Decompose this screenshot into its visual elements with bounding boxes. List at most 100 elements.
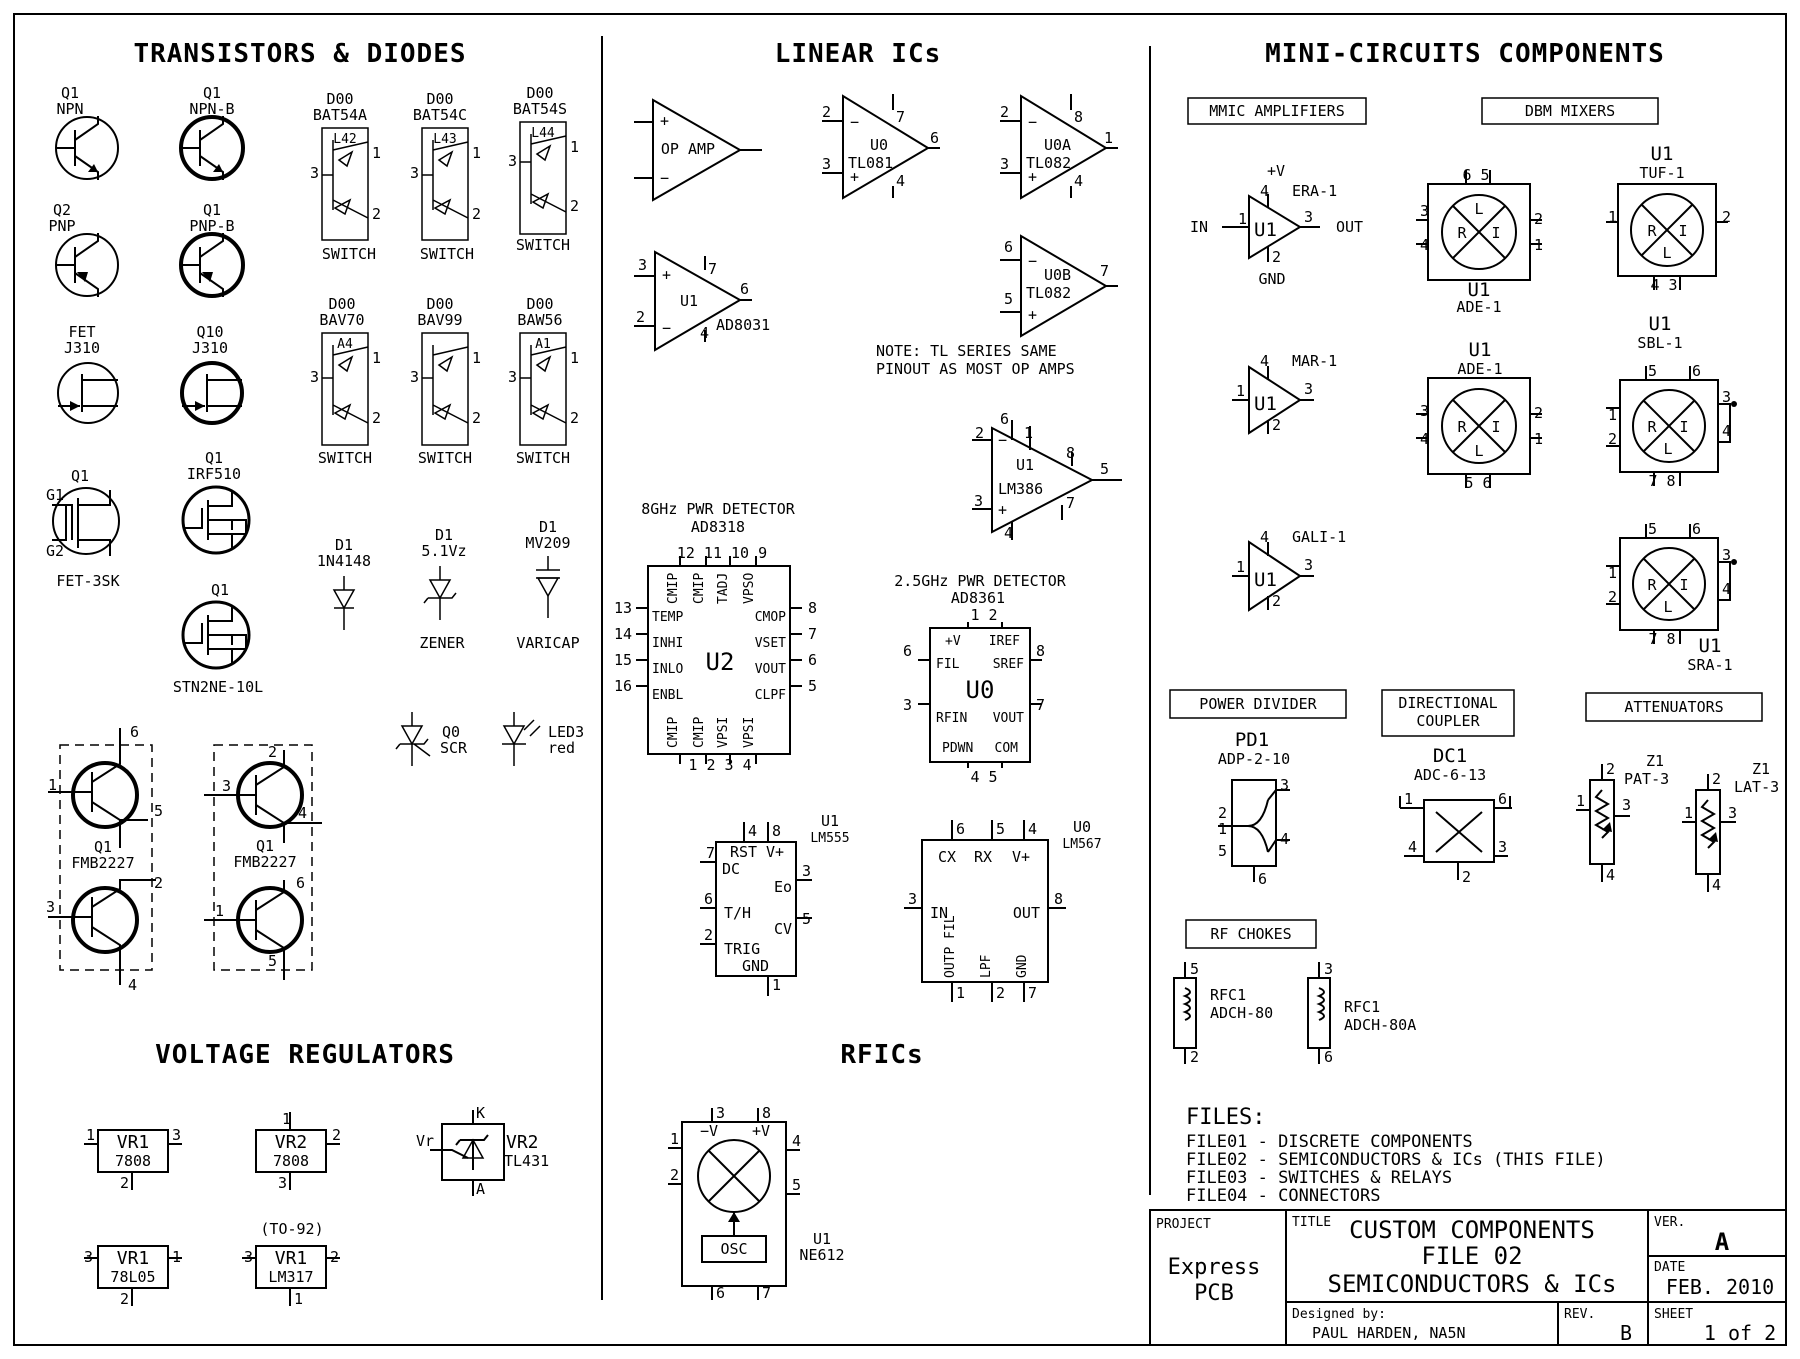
opamp-tl082b: 6 5 7 − + U0B TL082: [1000, 234, 1118, 338]
svg-text:TADJ: TADJ: [716, 573, 731, 604]
svg-text:TL082: TL082: [1026, 154, 1071, 172]
svg-text:7: 7: [1066, 494, 1075, 512]
svg-text:BAV70: BAV70: [319, 311, 364, 329]
opamp-tl081: 2 3 7 4 6 − + U0 TL081: [822, 94, 940, 200]
svg-text:U1: U1: [680, 292, 698, 310]
svg-text:D1: D1: [435, 526, 453, 544]
svg-text:SCR: SCR: [440, 739, 468, 757]
svg-text:1: 1: [48, 776, 57, 794]
svg-text:D00: D00: [426, 295, 453, 313]
svg-text:VR1: VR1: [117, 1132, 150, 1153]
svg-text:1: 1: [670, 1130, 679, 1148]
svg-text:ADCH-80: ADCH-80: [1210, 1004, 1273, 1022]
svg-text:3: 3: [410, 368, 419, 386]
svg-text:1: 1: [772, 976, 781, 994]
svg-text:R: R: [1647, 222, 1657, 240]
svg-text:U0B: U0B: [1044, 266, 1071, 284]
svg-text:4: 4: [1074, 172, 1083, 190]
svg-text:2: 2: [1608, 588, 1617, 606]
svg-text:+: +: [850, 168, 859, 186]
svg-text:6: 6: [1000, 410, 1009, 428]
svg-text:1: 1: [1024, 424, 1033, 442]
svg-text:2: 2: [822, 103, 831, 121]
svg-text:AD8318: AD8318: [691, 518, 745, 536]
svg-text:4: 4: [792, 1132, 801, 1150]
svg-text:4: 4: [700, 324, 709, 342]
svg-text:2: 2: [1608, 430, 1617, 448]
svg-text:3: 3: [278, 1174, 287, 1192]
svg-text:4: 4: [1260, 528, 1269, 546]
svg-text:LM555: LM555: [810, 831, 849, 846]
svg-text:−: −: [1028, 252, 1037, 270]
svg-text:2: 2: [1000, 103, 1009, 121]
transistor-pnp: Q2 PNP: [48, 201, 119, 297]
svg-text:L: L: [1474, 200, 1483, 218]
svg-text:DC1: DC1: [1433, 745, 1467, 767]
svg-text:6: 6: [130, 723, 139, 741]
svg-text:3: 3: [1722, 546, 1731, 564]
svg-text:6 5: 6 5: [1462, 166, 1489, 184]
svg-text:FILE02 - SEMICONDUCTORS & ICs: FILE02 - SEMICONDUCTORS & ICs (THIS FILE…: [1186, 1150, 1606, 1170]
svg-text:2: 2: [1462, 868, 1471, 886]
svg-text:U1: U1: [1254, 569, 1277, 591]
opamp-generic: + − OP AMP: [634, 98, 762, 202]
svg-text:3: 3: [822, 155, 831, 173]
svg-text:2: 2: [372, 205, 381, 223]
svg-text:Z1: Z1: [1646, 752, 1664, 770]
mmic-era1: +V 4 ERA-1 IN OUT 1 3 2 U1 GND: [1190, 162, 1363, 288]
svg-text:OUTP FIL: OUTP FIL: [943, 915, 958, 978]
svg-text:D00: D00: [426, 90, 453, 108]
svg-text:7 8: 7 8: [1648, 630, 1675, 648]
svg-text:6: 6: [930, 129, 939, 147]
svg-text:PNP: PNP: [48, 217, 75, 235]
svg-text:VR1: VR1: [117, 1248, 150, 1269]
svg-text:2: 2: [1712, 770, 1721, 788]
svg-text:Q1: Q1: [203, 201, 221, 219]
svg-text:4 5: 4 5: [970, 768, 997, 786]
svg-text:R: R: [1647, 418, 1657, 436]
svg-text:CV: CV: [774, 920, 792, 938]
svg-text:LM567: LM567: [1062, 837, 1101, 852]
svg-text:8: 8: [762, 1104, 771, 1122]
svg-text:4: 4: [1420, 430, 1429, 448]
svg-text:FET-3SK: FET-3SK: [56, 572, 119, 590]
svg-text:12 11 10 9: 12 11 10 9: [677, 544, 767, 562]
svg-text:2: 2: [120, 1174, 129, 1192]
svg-text:ADE-1: ADE-1: [1456, 298, 1501, 316]
svg-text:2: 2: [1272, 592, 1281, 610]
svg-text:LED3: LED3: [548, 723, 584, 741]
svg-text:COM: COM: [995, 741, 1019, 756]
svg-text:L: L: [1663, 440, 1672, 458]
svg-text:ERA-1: ERA-1: [1292, 182, 1337, 200]
svg-text:15: 15: [614, 651, 632, 669]
title-block: PROJECT Express PCB TITLE CUSTOM COMPONE…: [1149, 1209, 1787, 1346]
svg-text:4: 4: [1722, 422, 1731, 440]
svg-text:PAT-3: PAT-3: [1624, 770, 1669, 788]
svg-text:13: 13: [614, 599, 632, 617]
svg-text:3: 3: [903, 696, 912, 714]
svg-text:ADP-2-10: ADP-2-10: [1218, 750, 1290, 768]
svg-text:3: 3: [1420, 202, 1429, 220]
svg-text:3: 3: [172, 1126, 181, 1144]
svg-text:IN: IN: [1190, 218, 1208, 236]
svg-text:7: 7: [896, 108, 905, 126]
mmic-gali1: 4 GALI-1 1 3 2 U1: [1232, 528, 1346, 612]
svg-text:1: 1: [1608, 406, 1617, 424]
svg-text:1: 1: [1534, 430, 1543, 448]
thyristor-scr: Q0 SCR: [395, 712, 468, 766]
svg-text:5: 5: [268, 952, 277, 970]
svg-text:ATTENUATORS: ATTENUATORS: [1624, 698, 1723, 716]
svg-text:MAR-1: MAR-1: [1292, 352, 1337, 370]
svg-text:4: 4: [1280, 830, 1289, 848]
ver-label: VER.: [1654, 1215, 1685, 1230]
svg-text:TL082: TL082: [1026, 284, 1071, 302]
svg-text:5: 5: [1648, 520, 1657, 538]
svg-text:BAT54C: BAT54C: [413, 106, 467, 124]
date-value: FEB. 2010: [1666, 1275, 1774, 1299]
svg-text:2: 2: [1534, 210, 1543, 228]
svg-text:RF CHOKES: RF CHOKES: [1210, 925, 1291, 943]
svg-text:2: 2: [330, 1248, 339, 1266]
svg-text:1: 1: [1218, 820, 1227, 838]
svg-text:3: 3: [310, 368, 319, 386]
svg-text:VOUT: VOUT: [993, 711, 1024, 726]
